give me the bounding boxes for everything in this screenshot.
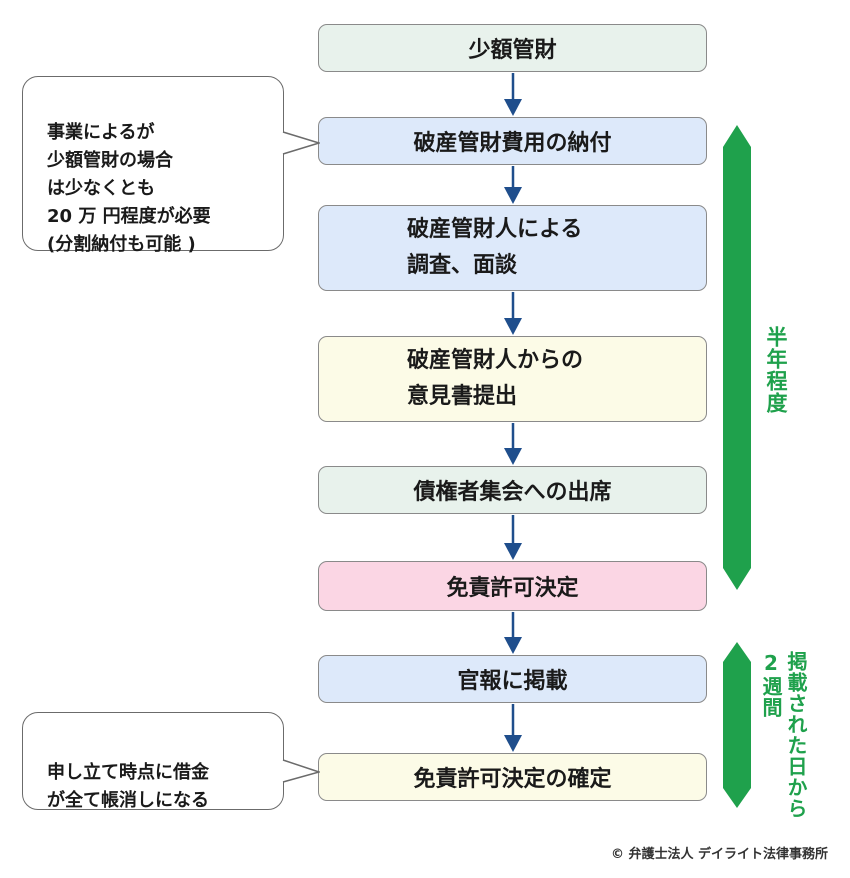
step-label: 債権者集会への出席 — [413, 480, 612, 505]
fee-note-callout: 事業によるが 少額管財の場合 は少なくとも 20 万 円程度が必要 (分割納付も… — [22, 76, 284, 255]
down-arrow-icon — [504, 166, 522, 204]
step-label: 破産管財費用の納付 — [413, 131, 612, 156]
step-label: 少額管財 — [468, 38, 557, 63]
step-fee-payment: 破産管財費用の納付 — [318, 117, 707, 165]
step-creditors-meeting: 債権者集会への出席 — [318, 466, 707, 514]
step-discharge-finalized: 免責許可決定の確定 — [318, 753, 707, 801]
step-discharge-decision: 免責許可決定 — [318, 561, 707, 611]
down-arrow-icon — [504, 704, 522, 752]
two-week-label: 掲載された日から2週間 — [759, 651, 808, 819]
step-opinion-submission: 破産管財人からの 意見書提出 — [318, 336, 707, 422]
copyright-text: © 弁護士法人 デイライト法律事務所 — [610, 847, 828, 862]
step-gazette-publication: 官報に掲載 — [318, 655, 707, 703]
step-label: 官報に掲載 — [457, 669, 568, 694]
fee-note-text: 事業によるが 少額管財の場合 は少なくとも 20 万 円程度が必要 (分割納付も… — [47, 122, 211, 255]
down-arrow-icon — [504, 423, 522, 465]
two-week-range-bar — [723, 642, 751, 808]
step-small-administration: 少額管財 — [318, 24, 707, 72]
debt-note-text: 申し立て時点に借金 が全て帳消しになる — [47, 762, 209, 811]
half-year-label: 半年程度 — [764, 326, 788, 414]
step-label: 免責許可決定の確定 — [413, 767, 612, 792]
callout-tail — [282, 131, 320, 155]
down-arrow-icon — [504, 292, 522, 335]
step-label: 破産管財人による 調査、面談 — [407, 217, 583, 278]
debt-note-callout: 申し立て時点に借金 が全て帳消しになる — [22, 712, 284, 811]
down-arrow-icon — [504, 515, 522, 560]
step-investigation-interview: 破産管財人による 調査、面談 — [318, 205, 707, 291]
half-year-range-bar — [723, 125, 751, 590]
callout-tail — [282, 759, 320, 783]
down-arrow-icon — [504, 73, 522, 116]
down-arrow-icon — [504, 612, 522, 654]
step-label: 破産管財人からの 意見書提出 — [407, 348, 584, 409]
step-label: 免責許可決定 — [446, 576, 579, 601]
